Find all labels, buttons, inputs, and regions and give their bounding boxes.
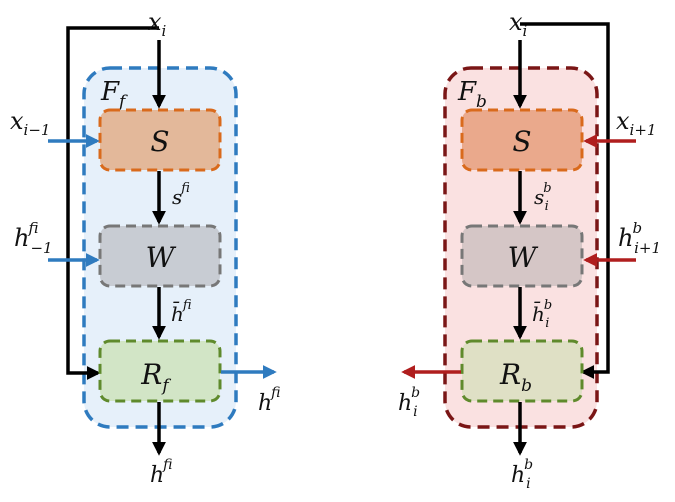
backward-r-label: Rb: [499, 358, 532, 396]
backward-s-label: S: [512, 125, 531, 158]
forward-w-label: W: [146, 241, 177, 274]
backward-frame-label: Fb: [457, 77, 487, 112]
forward-s-label: S: [150, 125, 169, 158]
forward-module: Ff xi S xi−1 sfi W hfi−1: [10, 8, 281, 488]
forward-skip-line: [66, 26, 159, 380]
forward-w-block: [98, 224, 222, 288]
forward-s-block: [98, 108, 222, 172]
forward-output-bottom-label: hfi: [150, 457, 173, 488]
forward-s-to-w-label: sfi: [172, 181, 190, 209]
backward-input-top-label: xi: [509, 8, 528, 40]
forward-r-block: [98, 339, 222, 403]
forward-w-to-r-label: h̄fi: [171, 298, 192, 326]
forward-output-side-label: hfi: [258, 385, 281, 416]
forward-input-top-label: xi: [148, 8, 167, 40]
forward-r-label: Rf: [140, 358, 171, 396]
backward-w-block: [460, 224, 584, 288]
backward-r-block: [460, 339, 584, 403]
forward-frame-label: Ff: [100, 77, 128, 112]
backward-side-input-1-label: xi+1: [616, 107, 656, 139]
forward-side-input-1-label: xi−1: [10, 107, 50, 139]
backward-s-block: [460, 108, 584, 172]
backward-w-label: W: [508, 241, 539, 274]
backward-skip-line: [520, 22, 610, 379]
